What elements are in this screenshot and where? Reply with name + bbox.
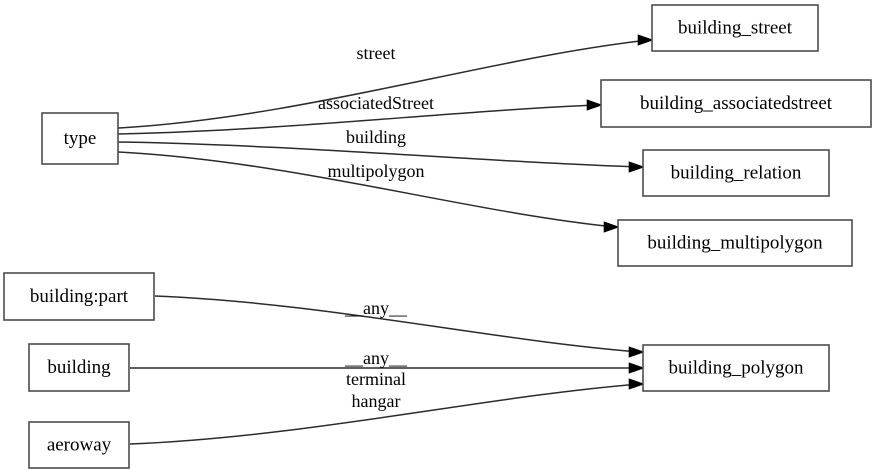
graph-node-building_associatedstreet[interactable]: building_associatedstreet xyxy=(600,79,872,128)
node-label: building_street xyxy=(678,17,793,38)
arrowhead-icon xyxy=(603,221,620,233)
graph-edge xyxy=(117,151,620,233)
edge-label: street xyxy=(357,43,396,63)
node-box[interactable] xyxy=(642,344,830,392)
arrowhead-icon xyxy=(628,346,645,358)
edges-layer xyxy=(117,34,654,445)
edge-label: associatedStreet xyxy=(318,93,434,113)
graph-node-type[interactable]: type xyxy=(41,112,119,165)
arrowhead-icon xyxy=(628,362,645,374)
graph-node-building[interactable]: building xyxy=(28,343,130,392)
node-box[interactable] xyxy=(28,343,130,392)
edge-label: multipolygon xyxy=(327,161,424,181)
graph-node-building_polygon[interactable]: building_polygon xyxy=(642,344,830,392)
node-label: building_polygon xyxy=(668,357,804,378)
node-box[interactable] xyxy=(41,112,119,165)
edge-labels-layer: street associatedStreet building multipolyg… xyxy=(318,43,434,411)
node-label: building_multipolygon xyxy=(647,232,823,253)
edge-line xyxy=(117,151,616,228)
graph-node-building_street[interactable]: building_street xyxy=(651,4,819,52)
nodes-layer: type building_street building_associatedst… xyxy=(3,4,872,469)
edge-line xyxy=(117,141,641,168)
node-label: type xyxy=(64,128,97,149)
graph-node-building_relation[interactable]: building_relation xyxy=(642,149,830,197)
node-box[interactable] xyxy=(600,79,872,128)
arrowhead-icon xyxy=(628,161,645,173)
graph-node-building_part[interactable]: building:part xyxy=(3,272,155,321)
edge-line xyxy=(117,104,599,135)
node-box[interactable] xyxy=(28,421,130,469)
node-box[interactable] xyxy=(642,149,830,197)
graph-edge xyxy=(154,295,645,358)
node-label: building_relation xyxy=(671,162,802,183)
edge-line xyxy=(117,39,650,129)
edge-line xyxy=(129,383,641,445)
edge-label: hangar xyxy=(352,391,401,411)
edge-label: building xyxy=(346,127,406,147)
graph-edge xyxy=(117,141,645,173)
graph-edge xyxy=(129,378,645,445)
node-box[interactable] xyxy=(3,272,155,321)
node-label: building xyxy=(47,357,111,378)
node-label: building:part xyxy=(30,286,129,307)
arrowhead-icon xyxy=(628,378,645,390)
node-box[interactable] xyxy=(651,4,819,52)
edge-label: terminal xyxy=(346,369,406,389)
graph-edge xyxy=(117,34,654,129)
graph-edge xyxy=(117,99,603,135)
graph-node-aeroway[interactable]: aeroway xyxy=(28,421,130,469)
node-label: building_associatedstreet xyxy=(640,93,833,114)
edge-line xyxy=(154,295,641,353)
edge-label: __any__ xyxy=(344,298,408,318)
graph-edge xyxy=(130,362,645,374)
node-box[interactable] xyxy=(617,219,853,267)
node-label: aeroway xyxy=(47,434,112,455)
arrowhead-icon xyxy=(637,34,654,46)
graph-node-building_multipolygon[interactable]: building_multipolygon xyxy=(617,219,853,267)
edge-label: __any__ xyxy=(344,348,408,368)
arrowhead-icon xyxy=(586,99,603,111)
